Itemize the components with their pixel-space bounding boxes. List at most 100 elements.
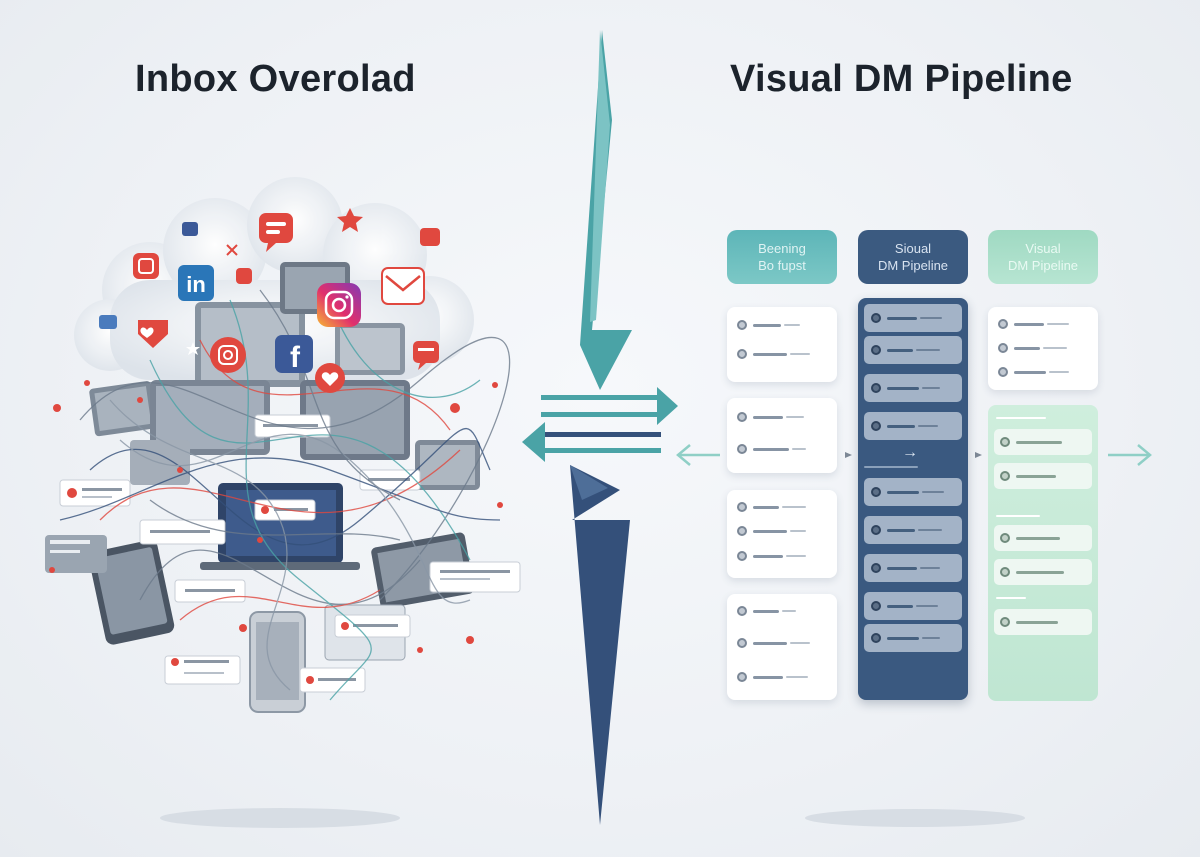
arrow-right-icon xyxy=(845,452,982,458)
message-cards xyxy=(59,414,521,693)
chat-bubble-icon xyxy=(259,213,293,252)
mail-icon xyxy=(381,267,425,305)
device-icon xyxy=(150,380,270,455)
pipeline-column-2-header[interactable]: Sioual DM Pipeline xyxy=(858,230,968,284)
message-row[interactable] xyxy=(994,525,1092,551)
avatar-icon xyxy=(737,444,747,454)
message-row[interactable] xyxy=(994,361,1092,383)
device-icon xyxy=(88,540,175,645)
avatar-icon xyxy=(737,320,747,330)
right-ground-shadow xyxy=(805,809,1025,827)
message-row[interactable] xyxy=(733,406,831,428)
instagram-icon xyxy=(317,283,361,327)
device-icon xyxy=(335,323,405,375)
device-icon xyxy=(415,440,480,490)
message-row[interactable] xyxy=(864,592,962,620)
avatar-icon xyxy=(871,601,881,611)
linkedin-icon: in xyxy=(178,265,214,301)
message-row[interactable] xyxy=(733,314,831,336)
column-3-title-line2: DM Pipeline xyxy=(1007,258,1079,273)
avatar-icon xyxy=(737,349,747,359)
star-icon xyxy=(337,208,363,232)
avatar-icon xyxy=(871,345,881,355)
column-1-title-line2: Bo fupst xyxy=(758,258,806,273)
pipeline-column-1-header[interactable]: Beening Bo fupst xyxy=(727,230,837,284)
avatar-icon xyxy=(737,638,747,648)
message-row[interactable] xyxy=(733,600,831,622)
arrow-left-icon xyxy=(676,444,720,466)
notification-icon xyxy=(49,380,503,653)
avatar-icon xyxy=(1000,617,1010,627)
message-card[interactable] xyxy=(727,307,837,382)
message-row[interactable] xyxy=(864,374,962,402)
visual-dm-pipeline-title: Visual DM Pipeline xyxy=(730,58,1073,100)
message-row[interactable] xyxy=(733,545,831,567)
avatar-icon xyxy=(871,487,881,497)
message-row[interactable] xyxy=(733,496,831,518)
avatar-icon xyxy=(871,421,881,431)
avatar-icon xyxy=(1000,533,1010,543)
avatar-icon xyxy=(998,367,1008,377)
message-card[interactable] xyxy=(727,594,837,700)
message-card[interactable] xyxy=(727,398,837,473)
chat-bubble-icon xyxy=(413,341,439,370)
pipeline-column-3-header[interactable]: Visual DM Pipeline xyxy=(988,230,1098,284)
chat-bubble-icon xyxy=(133,253,159,279)
heart-icon xyxy=(138,320,168,348)
star-icon xyxy=(186,342,200,355)
arrow-left-icon xyxy=(522,422,661,462)
avatar-icon xyxy=(871,383,881,393)
avatar-icon xyxy=(737,502,747,512)
inbox-overload-title: Inbox Overolad xyxy=(135,58,416,100)
avatar-icon xyxy=(737,606,747,616)
pipeline-column-3-body xyxy=(988,405,1098,701)
arrow-right-icon xyxy=(541,387,678,425)
avatar-icon xyxy=(1000,437,1010,447)
avatar-icon xyxy=(998,343,1008,353)
device-icon xyxy=(45,535,107,573)
message-row[interactable] xyxy=(864,516,962,544)
column-2-title-line1: Sioual xyxy=(894,241,932,256)
message-row[interactable] xyxy=(733,632,831,654)
message-card[interactable] xyxy=(988,307,1098,390)
message-row[interactable] xyxy=(733,520,831,542)
pipeline-column-2-body: → xyxy=(858,298,968,700)
column-3-title-line1: Visual xyxy=(1025,241,1061,256)
message-row[interactable] xyxy=(994,429,1092,455)
facebook-icon: f xyxy=(275,335,313,374)
message-row[interactable] xyxy=(733,438,831,460)
message-row[interactable] xyxy=(994,463,1092,489)
message-row[interactable] xyxy=(733,343,831,365)
avatar-icon xyxy=(871,525,881,535)
message-row[interactable] xyxy=(864,478,962,506)
avatar-icon xyxy=(737,551,747,561)
message-row[interactable] xyxy=(864,624,962,652)
tangled-lines xyxy=(59,289,511,701)
message-card[interactable] xyxy=(727,490,837,578)
message-row[interactable] xyxy=(994,609,1092,635)
device-icon xyxy=(89,381,157,437)
arrow-right-icon xyxy=(1108,444,1152,466)
avatar-icon xyxy=(1000,471,1010,481)
avatar-icon xyxy=(737,672,747,682)
svg-text:f: f xyxy=(290,341,301,374)
avatar-icon xyxy=(871,633,881,643)
avatar-icon xyxy=(998,319,1008,329)
instagram-icon xyxy=(210,337,246,373)
message-row[interactable] xyxy=(864,336,962,364)
message-row[interactable] xyxy=(864,304,962,332)
avatar-icon xyxy=(871,313,881,323)
lightning-divider xyxy=(570,30,632,825)
message-row[interactable] xyxy=(864,412,962,440)
message-row[interactable] xyxy=(864,554,962,582)
avatar-icon xyxy=(1000,567,1010,577)
message-row[interactable] xyxy=(994,559,1092,585)
avatar-icon xyxy=(737,526,747,536)
message-row[interactable] xyxy=(994,337,1092,359)
left-ground-shadow xyxy=(160,808,400,828)
message-row[interactable] xyxy=(994,313,1092,335)
notification-icon xyxy=(99,222,440,329)
message-row[interactable] xyxy=(733,666,831,688)
column-1-title-line1: Beening xyxy=(758,241,806,256)
